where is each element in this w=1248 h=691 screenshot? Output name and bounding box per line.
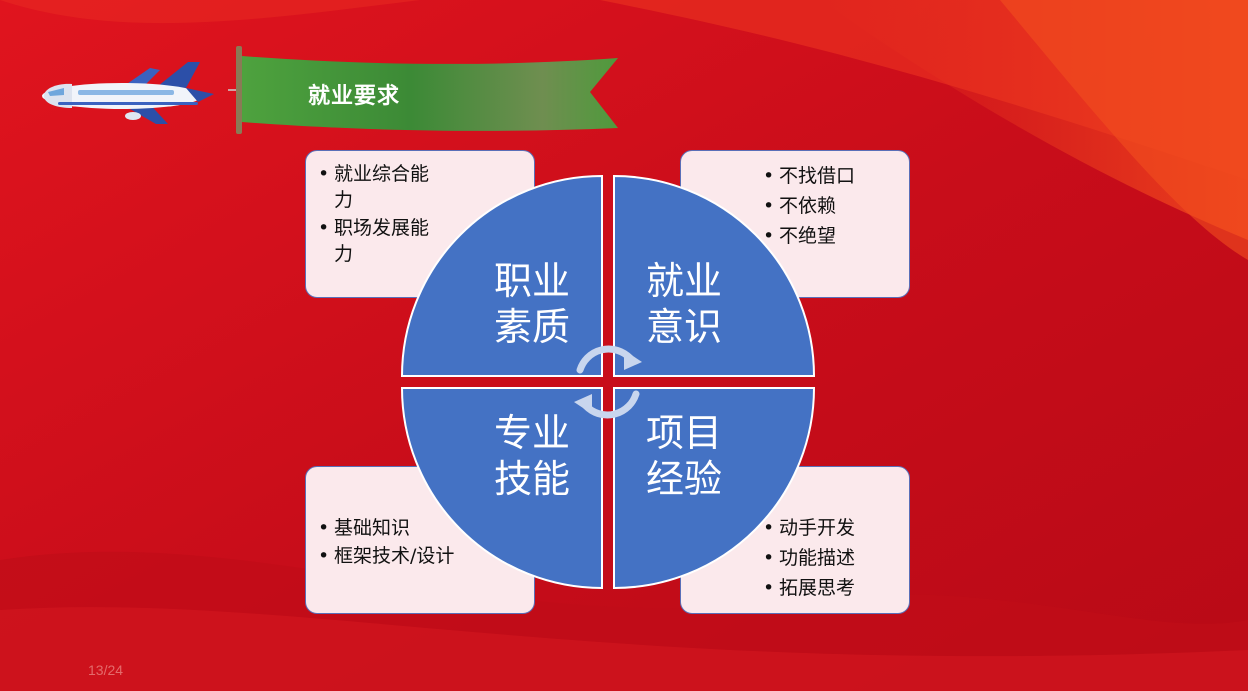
label-line: 素质 [493, 305, 570, 349]
list-item: 不绝望 [761, 221, 901, 251]
list-item: 基础知识 [316, 515, 456, 541]
list-item: 不依赖 [761, 191, 901, 221]
label-line: 就业 [645, 259, 722, 303]
bullet-list: 就业综合能力 职场发展能力 [316, 161, 446, 269]
bullet-list: 不找借口 不依赖 不绝望 [761, 161, 901, 251]
quadrant-label-employment-awareness: 就业 意识 [639, 258, 729, 350]
banner-flag [228, 46, 618, 134]
quadrant-bottom-right [613, 387, 816, 590]
quadrant-label-professional-skills: 专业 技能 [487, 410, 577, 502]
list-item: 动手开发 [761, 513, 901, 543]
list-item: 拓展思考 [761, 573, 901, 603]
bullet-list: 动手开发 功能描述 拓展思考 [761, 513, 901, 603]
quadrant-label-career-quality: 职业 素质 [487, 258, 577, 350]
bullet-list: 基础知识 框架技术/设计 [316, 515, 456, 571]
label-line: 项目 [645, 411, 722, 455]
quadrant-bottom-left [400, 387, 603, 590]
list-item: 框架技术/设计 [316, 543, 456, 569]
page-number: 13/24 [88, 662, 124, 678]
label-line: 技能 [493, 457, 570, 501]
label-line: 职业 [493, 259, 570, 303]
list-item: 不找借口 [761, 161, 901, 191]
airplane-icon [42, 62, 214, 124]
list-item: 功能描述 [761, 543, 901, 573]
list-item: 就业综合能力 [316, 161, 446, 213]
label-line: 经验 [645, 457, 722, 501]
list-item: 职场发展能力 [316, 215, 446, 267]
quadrant-wheel [400, 174, 816, 590]
quadrant-label-project-experience: 项目 经验 [639, 410, 729, 502]
slide-title: 就业要求 [308, 84, 401, 109]
label-line: 专业 [493, 411, 570, 455]
quadrant-top-left [400, 174, 603, 377]
quadrant-top-right [613, 174, 816, 377]
label-line: 意识 [645, 305, 722, 349]
